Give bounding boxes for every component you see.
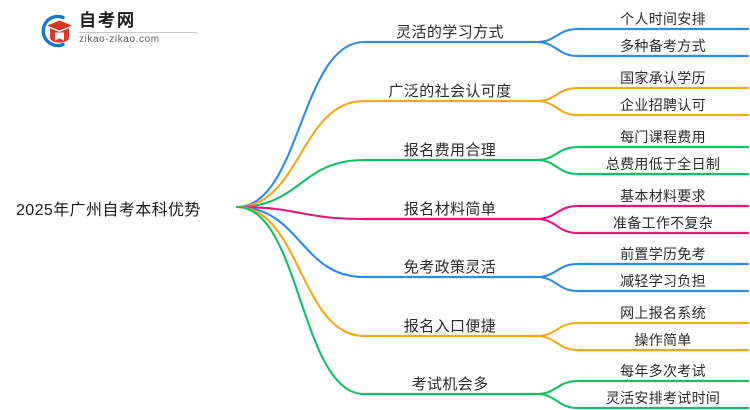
leaf-label: 每门课程费用 xyxy=(620,129,706,145)
leaf-node[interactable]: 多种备考方式 xyxy=(578,36,748,58)
leaf-node[interactable]: 准备工作不复杂 xyxy=(578,213,748,235)
leaf-node[interactable]: 国家承认学历 xyxy=(578,68,748,90)
leaf-label: 前置学历免考 xyxy=(620,246,706,262)
leaf-node[interactable]: 个人时间安排 xyxy=(578,9,748,31)
branch-node-1[interactable]: 灵活的学习方式 xyxy=(364,21,536,45)
branch-label: 灵活的学习方式 xyxy=(396,24,504,41)
leaf-label: 多种备考方式 xyxy=(620,38,706,54)
leaf-node[interactable]: 操作简单 xyxy=(578,330,748,352)
branch-node-4[interactable]: 报名材料简单 xyxy=(364,198,536,222)
branch-label: 广泛的社会认可度 xyxy=(388,83,512,100)
leaf-label: 减轻学习负担 xyxy=(620,273,706,289)
branch-label: 报名入口便捷 xyxy=(403,318,497,335)
branch-node-5[interactable]: 免考政策灵活 xyxy=(364,256,536,280)
leaf-node[interactable]: 网上报名系统 xyxy=(578,303,748,325)
leaf-label: 操作简单 xyxy=(634,332,692,348)
branch-node-6[interactable]: 报名入口便捷 xyxy=(364,315,536,339)
leaf-node[interactable]: 减轻学习负担 xyxy=(578,271,748,293)
logo-text: 自考网 zikao-zikao.com xyxy=(79,11,197,46)
leaf-node[interactable]: 灵活安排考试时间 xyxy=(578,388,748,410)
leaf-label: 总费用低于全日制 xyxy=(605,156,721,172)
branch-node-3[interactable]: 报名费用合理 xyxy=(364,139,536,163)
leaf-label: 企业招聘认可 xyxy=(620,97,706,113)
leaf-label: 准备工作不复杂 xyxy=(612,215,714,231)
branch-label: 报名材料简单 xyxy=(403,201,497,218)
logo-site-url: zikao-zikao.com xyxy=(79,34,160,45)
leaf-label: 基本材料要求 xyxy=(620,188,706,204)
site-logo: 自考网 zikao-zikao.com xyxy=(33,10,213,52)
leaf-node[interactable]: 企业招聘认可 xyxy=(578,95,748,117)
leaf-label: 个人时间安排 xyxy=(620,11,706,27)
leaf-label: 网上报名系统 xyxy=(620,305,706,321)
logo-site-name: 自考网 xyxy=(79,11,136,30)
root-node-label: 2025年广州自考本科优势 xyxy=(16,202,201,219)
leaf-label: 国家承认学历 xyxy=(620,70,706,86)
root-node[interactable]: 2025年广州自考本科优势 xyxy=(14,196,203,222)
logo-mark-icon xyxy=(33,12,73,50)
leaf-node[interactable]: 基本材料要求 xyxy=(578,186,748,208)
leaf-node[interactable]: 每门课程费用 xyxy=(578,127,748,149)
logo-divider xyxy=(79,32,197,33)
leaf-node[interactable]: 总费用低于全日制 xyxy=(578,154,748,176)
leaf-node[interactable]: 每年多次考试 xyxy=(578,361,748,383)
leaf-label: 灵活安排考试时间 xyxy=(605,390,721,406)
branch-node-2[interactable]: 广泛的社会认可度 xyxy=(364,80,536,104)
branch-label: 免考政策灵活 xyxy=(403,259,497,276)
branch-node-7[interactable]: 考试机会多 xyxy=(364,373,536,397)
branch-label: 考试机会多 xyxy=(411,376,489,393)
leaf-node[interactable]: 前置学历免考 xyxy=(578,244,748,266)
branch-label: 报名费用合理 xyxy=(403,142,497,159)
leaf-label: 每年多次考试 xyxy=(620,363,706,379)
